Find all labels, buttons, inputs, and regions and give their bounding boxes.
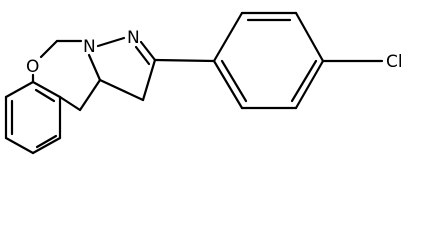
double-bond-inner [34,88,56,103]
double-bond-inner [220,59,248,103]
bond [39,39,59,59]
bond [141,58,157,102]
bond [294,11,325,63]
oxazine-ring [31,39,102,112]
atom-oxygen-label: O [26,57,39,77]
bond [78,78,102,112]
bond [87,53,102,82]
bond [31,136,62,155]
bond-aryl-link [153,58,216,63]
bond [96,36,126,48]
benzene-ring-left [4,80,62,155]
bond [212,59,244,110]
atom-nitrogen-imine-label: N [127,28,140,48]
bond [98,78,145,102]
molecule-diagram: O N N Cl [4,11,403,155]
atom-chlorine-label: Cl [386,52,403,72]
chlorophenyl-ring [212,11,325,110]
double-bond-inner [35,134,58,149]
pyrazoline-ring [96,36,157,102]
bond [4,80,35,99]
bond [58,95,82,112]
bond [31,80,62,99]
double-bond [134,45,151,66]
double-bond-inner [290,59,318,103]
structure-canvas: O N N Cl [4,11,403,155]
double-bond [139,40,157,62]
bond [294,59,325,110]
bond [4,136,35,155]
atom-nitrogen-ring-label: N [83,37,96,57]
bond [212,11,244,63]
